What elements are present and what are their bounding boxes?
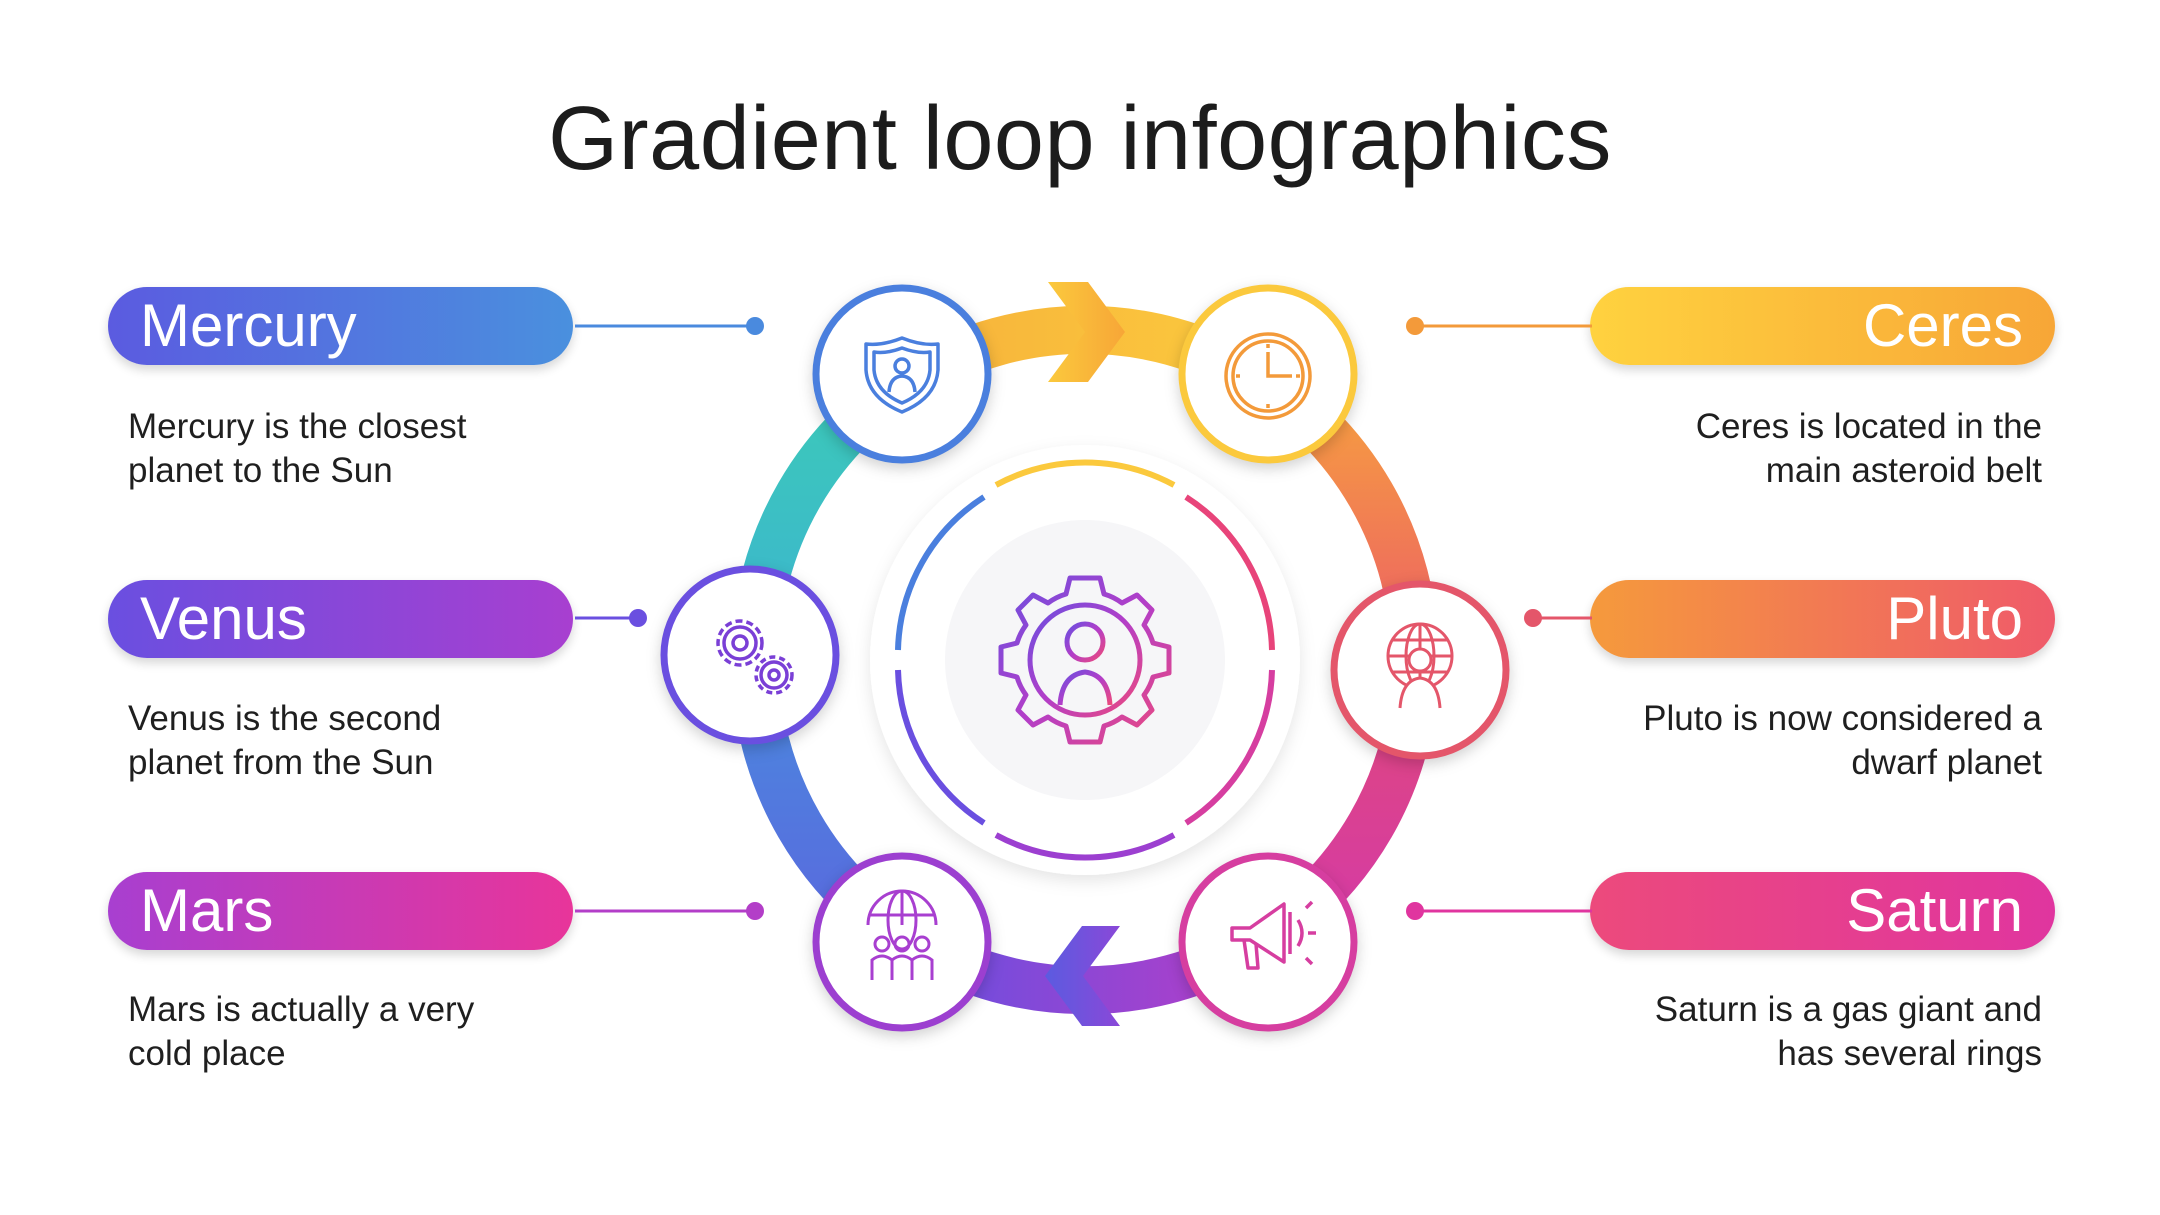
desc-line: Ceres is located in the — [1695, 407, 2042, 446]
label-mercury: Mercury — [108, 287, 573, 365]
node-ceres — [1178, 284, 1358, 464]
connector-dot-mars — [746, 902, 764, 920]
globe-person-icon — [1386, 622, 1454, 709]
desc-ceres: Ceres is located in the main asteroid be… — [1562, 405, 2042, 493]
desc-line: Pluto is now considered a — [1643, 699, 2042, 738]
desc-line: Venus is the second — [128, 699, 442, 738]
node-saturn — [1178, 852, 1358, 1032]
label-saturn: Saturn — [1590, 872, 2055, 950]
arrow-top-icon — [1048, 282, 1125, 382]
desc-line: Mars is actually a very — [128, 990, 475, 1029]
label-mars: Mars — [108, 872, 573, 950]
connector-dot-venus — [629, 609, 647, 627]
connector-dot-pluto — [1524, 609, 1542, 627]
center-arc-violet — [895, 669, 986, 826]
desc-line: has several rings — [1777, 1034, 2042, 1073]
center-arc-yellow — [994, 459, 1176, 488]
center-arc-blue — [895, 494, 986, 651]
center-arc-purple — [994, 832, 1176, 861]
node-mercury — [812, 284, 992, 464]
desc-line: planet to the Sun — [128, 451, 393, 490]
node-saturn-bg — [1178, 852, 1358, 1032]
node-pluto — [1330, 580, 1510, 760]
label-pluto: Pluto — [1590, 580, 2055, 658]
megaphone-icon — [1230, 900, 1316, 970]
center-arc-magenta — [1184, 669, 1275, 826]
arrow-bottom-icon — [1045, 926, 1120, 1026]
desc-mercury: Mercury is the closest planet to the Sun — [128, 405, 608, 493]
globe-people-icon — [866, 889, 938, 980]
desc-mars: Mars is actually a very cold place — [128, 988, 608, 1076]
connector-dot-saturn — [1406, 902, 1424, 920]
desc-pluto: Pluto is now considered a dwarf planet — [1562, 697, 2042, 785]
connector-dot-mercury — [746, 317, 764, 335]
center-arc-red — [1184, 494, 1275, 651]
desc-line: planet from the Sun — [128, 743, 434, 782]
center-hub — [870, 445, 1300, 875]
label-venus: Venus — [108, 580, 573, 658]
desc-line: Saturn is a gas giant and — [1654, 990, 2042, 1029]
connector-lines — [575, 317, 1592, 920]
node-mars — [812, 852, 992, 1032]
node-mars-bg — [812, 852, 992, 1032]
shield-person-icon — [864, 336, 940, 414]
label-ceres: Ceres — [1590, 287, 2055, 365]
person-gear-icon — [998, 575, 1172, 745]
desc-line: dwarf planet — [1851, 743, 2042, 782]
page-title: Gradient loop infographics — [548, 89, 1612, 189]
desc-line: cold place — [128, 1034, 286, 1073]
clock-icon — [1224, 332, 1312, 420]
gears-icon — [716, 619, 794, 695]
desc-line: Mercury is the closest — [128, 407, 467, 446]
desc-venus: Venus is the second planet from the Sun — [128, 697, 608, 785]
node-venus — [660, 565, 840, 745]
desc-saturn: Saturn is a gas giant and has several ri… — [1562, 988, 2042, 1076]
desc-line: main asteroid belt — [1765, 451, 2042, 490]
connector-dot-ceres — [1406, 317, 1424, 335]
